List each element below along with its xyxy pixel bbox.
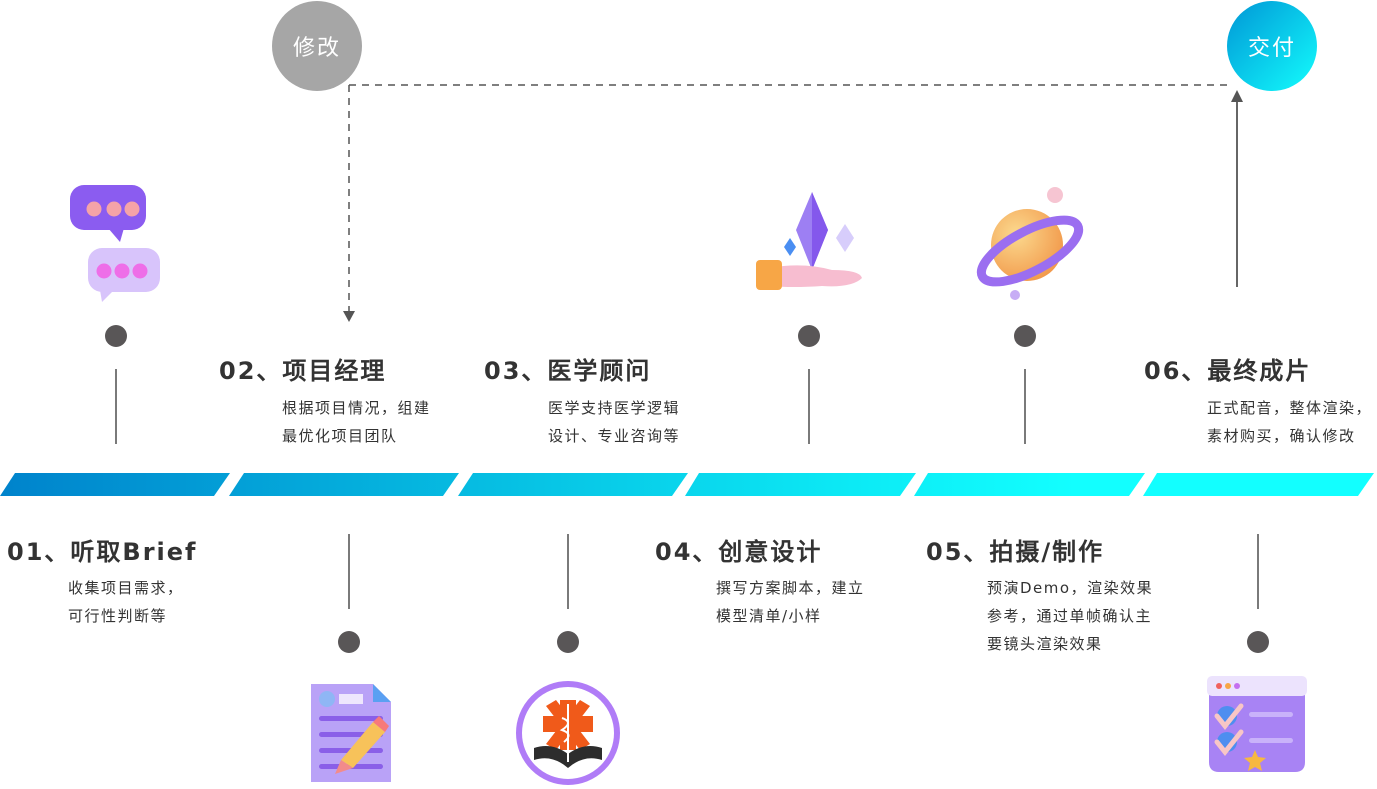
desc-line: 参考，通过单帧确认主 <box>987 607 1153 625</box>
deliver-badge: 交付 <box>1227 1 1317 91</box>
document-edit-icon <box>311 684 391 782</box>
desc-line: 撰写方案脚本，建立 <box>716 579 865 597</box>
planet-icon <box>976 187 1084 300</box>
step-06-title: 06、最终成片 <box>1144 357 1312 385</box>
step-02-desc: 根据项目情况，组建 最优化项目团队 <box>282 394 431 450</box>
deliver-arrow-connector <box>1231 90 1243 287</box>
step-04-node <box>798 325 820 347</box>
step-03-desc: 医学支持医学逻辑 设计、专业咨询等 <box>548 394 680 450</box>
step-01-desc: 收集项目需求， 可行性判断等 <box>68 574 184 630</box>
desc-line: 要镜头渲染效果 <box>987 635 1103 653</box>
step-06-node <box>1247 631 1269 653</box>
desc-line: 根据项目情况，组建 <box>282 399 431 417</box>
desc-line: 可行性判断等 <box>68 607 168 625</box>
step-01-stem <box>115 369 117 444</box>
arrow-up-icon <box>1231 90 1243 102</box>
deliver-label: 交付 <box>1247 36 1296 61</box>
step-04-title: 04、创意设计 <box>655 538 823 566</box>
desc-line: 模型清单/小样 <box>716 607 822 625</box>
step-05-stem <box>1024 369 1026 444</box>
step-05-title: 05、拍摄/制作 <box>926 538 1105 566</box>
arrow-down-icon <box>343 311 355 322</box>
timeline-bar <box>0 473 1374 496</box>
step-03-node <box>557 631 579 653</box>
timeline-segment-2 <box>229 473 459 496</box>
revise-badge: 修改 <box>272 1 362 91</box>
step-05-desc: 预演Demo，渲染效果 参考，通过单帧确认主 要镜头渲染效果 <box>987 574 1153 658</box>
step-03-title: 03、医学顾问 <box>484 357 652 385</box>
step-01-node <box>105 325 127 347</box>
desc-line: 最优化项目团队 <box>282 427 398 445</box>
step-02-stem <box>348 534 350 609</box>
step-05-node <box>1014 325 1036 347</box>
medical-book-icon <box>516 681 620 785</box>
step-01-title: 01、听取Brief <box>7 538 198 566</box>
timeline-segment-6 <box>1143 473 1374 496</box>
step-04-desc: 撰写方案脚本，建立 模型清单/小样 <box>716 574 865 630</box>
desc-line: 正式配音，整体渲染， <box>1207 399 1373 417</box>
timeline-segment-3 <box>458 473 688 496</box>
timeline-segment-5 <box>914 473 1145 496</box>
desc-line: 素材购买，确认修改 <box>1207 427 1356 445</box>
checklist-window-icon <box>1207 676 1307 772</box>
revise-label: 修改 <box>292 36 341 61</box>
step-03-stem <box>567 534 569 609</box>
hand-crystal-icon <box>756 192 862 290</box>
chat-bubbles-icon <box>70 185 160 302</box>
step-06-stem <box>1257 534 1259 609</box>
timeline-segment-4 <box>685 473 916 496</box>
desc-line: 预演Demo，渲染效果 <box>987 579 1154 597</box>
step-06-desc: 正式配音，整体渲染， 素材购买，确认修改 <box>1207 394 1372 450</box>
step-02-title: 02、项目经理 <box>219 357 387 385</box>
revise-dashed-connector <box>343 84 1228 322</box>
desc-line: 收集项目需求， <box>68 579 184 597</box>
step-02-node <box>338 631 360 653</box>
desc-line: 设计、专业咨询等 <box>548 427 681 445</box>
timeline-segment-1 <box>0 473 230 496</box>
step-04-stem <box>808 369 810 444</box>
desc-line: 医学支持医学逻辑 <box>548 399 681 417</box>
